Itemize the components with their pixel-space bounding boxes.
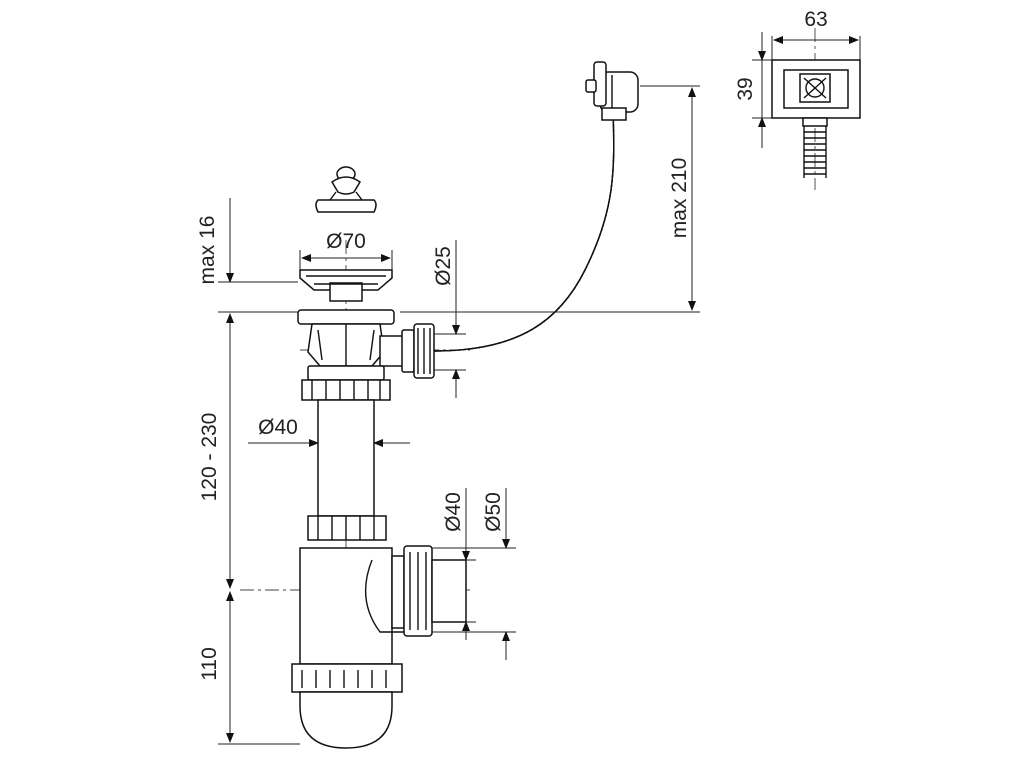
dim-strainer-diameter: Ø70 <box>326 230 366 253</box>
dim-plug-clearance: max 16 <box>196 216 219 285</box>
plug-stopper <box>315 166 377 213</box>
overflow-detail-view <box>771 59 861 178</box>
dim-overflow-width: 63 <box>804 8 827 31</box>
dim-outlet-inner-diameter: Ø40 <box>442 492 465 532</box>
dimension-lines <box>218 32 861 745</box>
vertical-tube <box>301 365 391 541</box>
sink-strainer <box>297 269 395 367</box>
dim-tube-diameter: Ø40 <box>258 416 298 439</box>
dim-overflow-height: 39 <box>734 77 757 100</box>
bottle-trap <box>291 547 404 749</box>
dim-trap-height: 110 <box>198 647 221 680</box>
dim-hose-diameter: Ø25 <box>432 246 455 286</box>
dim-hose-height: max 210 <box>668 158 691 239</box>
dim-height-range: 120 - 230 <box>198 413 221 502</box>
corrugated-hose <box>433 109 615 352</box>
overflow-connector <box>379 323 435 379</box>
overflow-head <box>585 61 639 121</box>
dim-outlet-outer-diameter: Ø50 <box>482 492 505 532</box>
outlet-fitting <box>391 545 467 637</box>
